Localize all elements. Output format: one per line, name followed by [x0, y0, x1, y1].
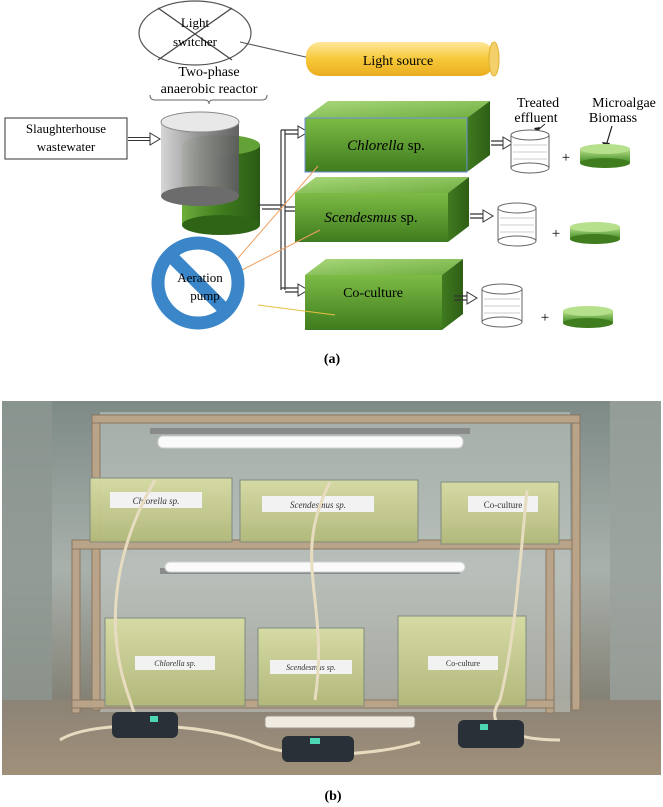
input-label-2: wastewater — [37, 139, 96, 154]
input-label-1: Slaughterhouse — [26, 121, 106, 136]
output-arrows — [454, 136, 514, 305]
caption-b: (b) — [324, 789, 341, 804]
lamp-top — [150, 428, 470, 449]
coculture-label: Co-culture — [343, 286, 403, 301]
chlorella-label: Chlorella sp. — [347, 138, 425, 154]
treated-label-1: Treated — [517, 96, 559, 111]
panel-b-photo: Chlorella sp. Scendesmus sp. Co-culture … — [2, 401, 661, 804]
input-box: Slaughterhouse wastewater — [4, 117, 128, 160]
caption-a: (a) — [324, 352, 341, 367]
biomass-dishes — [563, 144, 630, 328]
light-switcher-label-2: switcher — [173, 34, 218, 49]
tank-top-label-2: Scendesmus sp. — [290, 500, 346, 510]
plus-2: + — [552, 226, 560, 242]
light-source-label: Light source — [363, 54, 433, 69]
effluent-containers — [481, 129, 550, 328]
reactor — [160, 111, 260, 235]
coculture-reactor: Co-culture — [305, 259, 463, 330]
scenedesmus-reactor: Scendesmus sp. — [295, 177, 469, 242]
scenedesmus-label: Scendesmus sp. — [324, 210, 417, 226]
tank-top-label-1: Chlorella sp. — [133, 496, 180, 506]
distribution-lines — [258, 130, 286, 290]
input-arrow — [128, 132, 161, 146]
plus-1: + — [562, 150, 570, 166]
air-pumps — [112, 712, 524, 762]
panel-a: Light switcher Light source Two-phase an… — [4, 0, 656, 367]
light-switcher: Light switcher — [138, 0, 252, 66]
switcher-to-light-line — [239, 41, 311, 59]
reactor-label-2: anaerobic reactor — [161, 82, 258, 97]
chlorella-reactor: Chlorella sp. — [304, 101, 490, 173]
light-switcher-label: Light — [181, 15, 210, 30]
aeration-label-2: pump — [190, 288, 220, 303]
reactor-label-1: Two-phase — [178, 65, 239, 80]
biomass-label-2: Biomass — [589, 111, 637, 126]
tank-bottom-label-2: Scendesmus sp. — [286, 663, 336, 672]
biomass-label-1: Microalgae — [592, 96, 656, 111]
aeration-label-1: Aeration — [177, 270, 223, 285]
plus-3: + — [541, 310, 549, 326]
treated-label-2: effluent — [514, 111, 557, 126]
lamp-bottom — [160, 561, 466, 574]
tank-bottom-label-1: Chlorella sp. — [154, 659, 195, 668]
tank-bottom-label-3: Co-culture — [446, 659, 481, 668]
light-source: Light source — [306, 41, 500, 77]
tank-top-label-3: Co-culture — [484, 500, 523, 510]
light-rays — [231, 165, 336, 316]
aeration-pump-no-sign: Aeration pump — [151, 236, 245, 330]
tanks-top: Chlorella sp. Scendesmus sp. Co-culture — [89, 477, 560, 545]
